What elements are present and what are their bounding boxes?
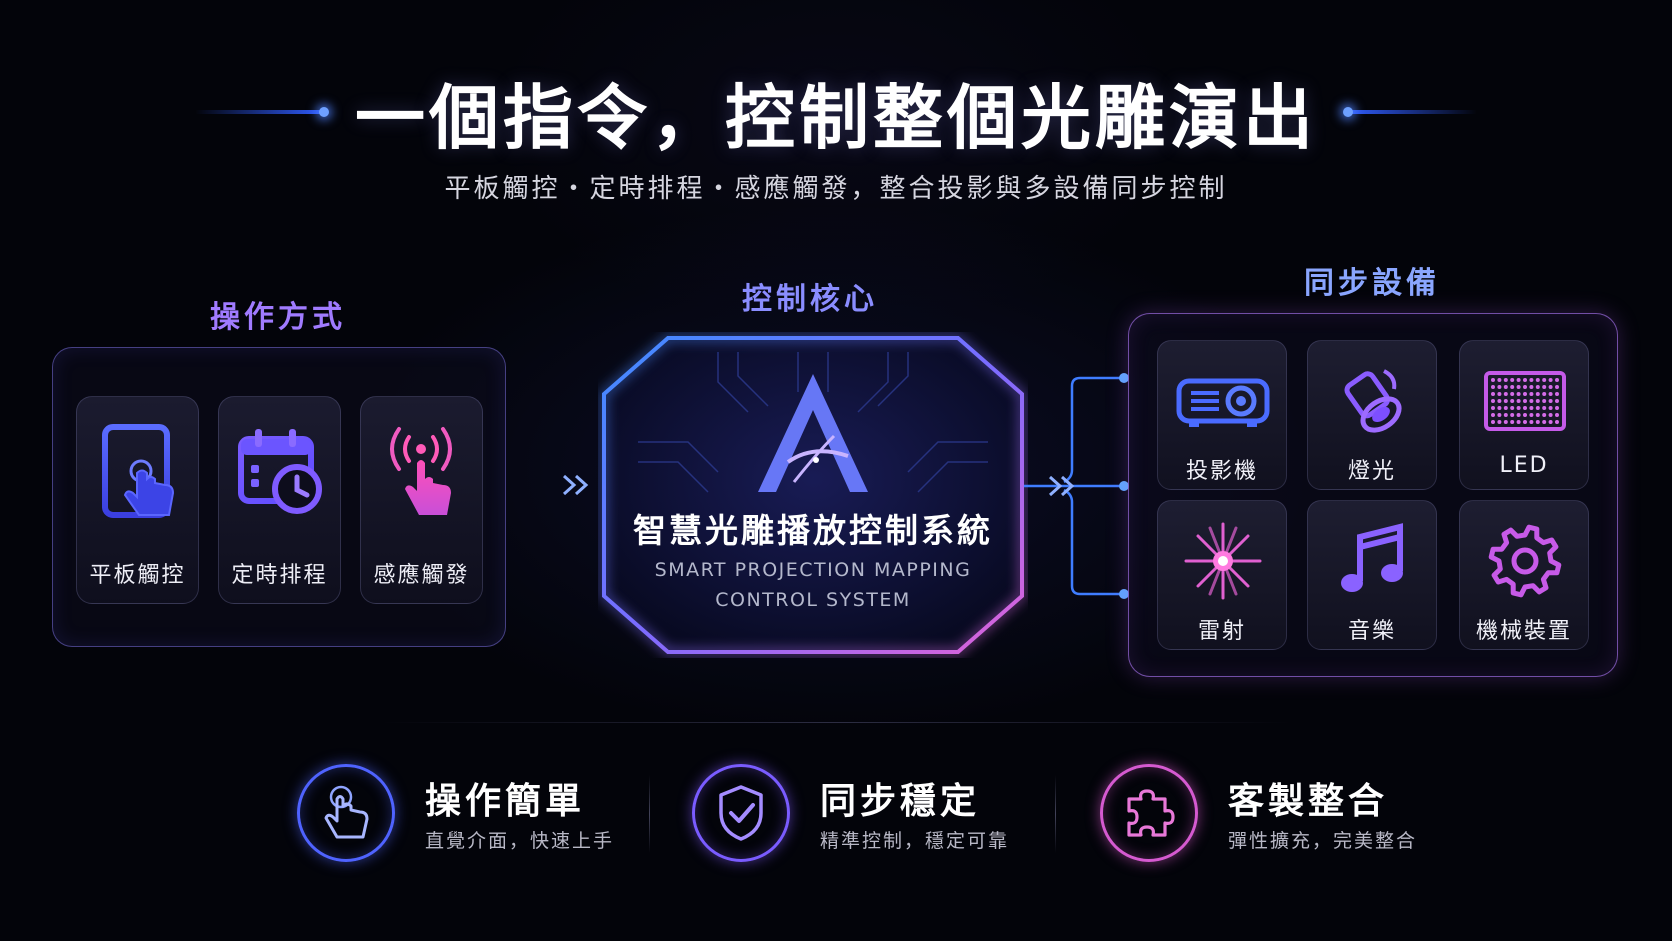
spotlight-icon	[1308, 361, 1438, 441]
tablet-touch-icon	[87, 423, 190, 523]
device-card-mechanical[interactable]: 機械裝置	[1459, 500, 1589, 650]
sensor-hand-icon	[371, 423, 474, 523]
operation-label-sensor: 感應觸發	[373, 563, 470, 588]
device-label-music: 音樂	[1347, 619, 1396, 644]
a-logo-icon	[758, 374, 868, 492]
laser-icon	[1158, 521, 1288, 601]
page-subtitle: 平板觸控・定時排程・感應觸發，整合投影與多設備同步控制	[444, 174, 1228, 204]
page-title: 一個指令，控制整個光雕演出	[355, 76, 1317, 159]
core-title: 智慧光雕播放控制系統	[633, 511, 993, 550]
feature-stable: 同步穩定 精準控制，穩定可靠	[692, 764, 1022, 864]
device-card-laser[interactable]: 雷射	[1157, 500, 1287, 650]
control-core-frame	[602, 336, 1024, 654]
puzzle-icon	[1127, 789, 1175, 837]
pointer-hand-icon	[324, 785, 369, 839]
operation-label-tablet: 平板觸控	[89, 563, 186, 588]
section-divider	[380, 722, 1292, 723]
music-note-icon	[1308, 521, 1438, 601]
devices-panel: 投影機 燈光 LED	[1128, 313, 1618, 677]
operation-label-schedule: 定時排程	[231, 563, 328, 588]
core-subtitle: SMART PROJECTION MAPPING CONTROL SYSTEM	[598, 555, 1028, 615]
feature-desc-stable: 精準控制，穩定可靠	[820, 830, 1010, 852]
section-heading-operation: 操作方式	[210, 300, 346, 335]
device-card-music[interactable]: 音樂	[1307, 500, 1437, 650]
feature-icon-circle-easy	[297, 764, 395, 862]
branch-connector	[1024, 373, 1129, 599]
section-heading-devices: 同步設備	[1304, 266, 1440, 301]
feature-desc-easy: 直覺介面，快速上手	[425, 830, 615, 852]
device-card-lighting[interactable]: 燈光	[1307, 340, 1437, 490]
device-card-projector[interactable]: 投影機	[1157, 340, 1287, 490]
operation-card-tablet[interactable]: 平板觸控	[76, 396, 199, 604]
feature-title-stable: 同步穩定	[820, 781, 981, 822]
arrow-to-core	[488, 474, 589, 496]
feature-custom: 客製整合 彈性擴充，完美整合	[1100, 764, 1430, 864]
gear-icon	[1460, 521, 1590, 601]
projector-icon	[1158, 361, 1288, 441]
device-label-led: LED	[1499, 453, 1549, 478]
feature-icon-circle-custom	[1100, 764, 1198, 862]
operation-panel: 平板觸控	[52, 347, 506, 647]
core-subtitle-line-1: SMART PROJECTION MAPPING	[654, 559, 972, 581]
device-label-laser: 雷射	[1197, 619, 1246, 644]
title-row: 一個指令，控制整個光雕演出	[0, 62, 1672, 162]
feature-desc-custom: 彈性擴充，完美整合	[1228, 830, 1418, 852]
shield-check-icon	[719, 785, 763, 841]
device-label-lighting: 燈光	[1347, 459, 1396, 484]
feature-title-easy: 操作簡單	[425, 781, 586, 822]
device-card-led[interactable]: LED	[1459, 340, 1589, 490]
feature-separator-1	[649, 775, 650, 853]
operation-card-schedule[interactable]: 定時排程	[218, 396, 341, 604]
led-panel-icon	[1460, 361, 1590, 441]
feature-separator-2	[1055, 775, 1056, 853]
device-label-mechanical: 機械裝置	[1475, 619, 1572, 644]
core-subtitle-line-2: CONTROL SYSTEM	[715, 589, 911, 611]
feature-easy: 操作簡單 直覺介面，快速上手	[297, 764, 617, 864]
calendar-clock-icon	[229, 423, 332, 523]
title-decor-line-right	[1343, 107, 1477, 117]
operation-card-sensor[interactable]: 感應觸發	[360, 396, 483, 604]
section-heading-core: 控制核心	[742, 282, 878, 317]
title-decor-line-left	[195, 107, 329, 117]
feature-title-custom: 客製整合	[1228, 781, 1389, 822]
feature-icon-circle-stable	[692, 764, 790, 862]
device-label-projector: 投影機	[1185, 459, 1258, 484]
